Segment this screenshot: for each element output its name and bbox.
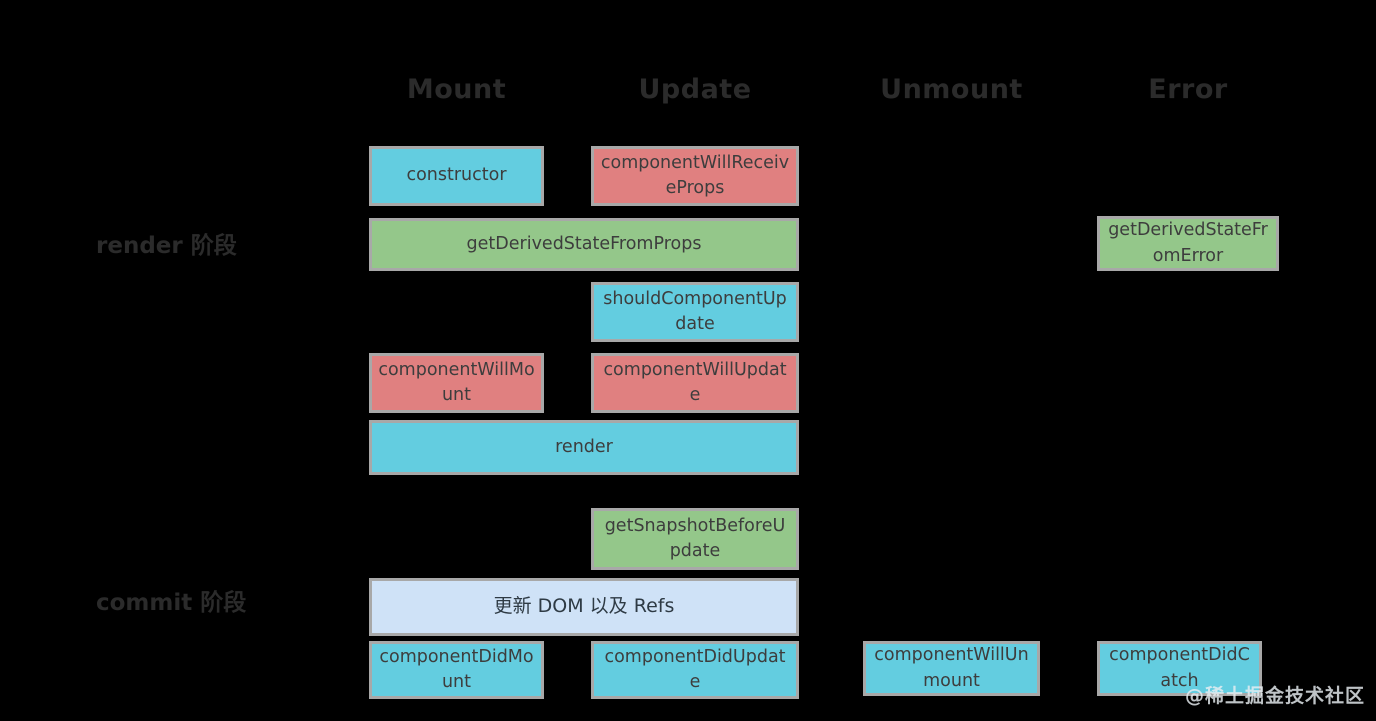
row-label-render-phase: render 阶段	[96, 233, 237, 259]
lifecycle-box-render: render	[369, 420, 799, 475]
watermark: @稀土掘金技术社区	[1185, 685, 1366, 707]
lifecycle-box-component-will-mount: componentWillMount	[369, 353, 544, 413]
lifecycle-box-constructor: constructor	[369, 146, 544, 206]
lifecycle-box-component-did-mount: componentDidMount	[369, 641, 544, 699]
lifecycle-box-component-did-update: componentDidUpdate	[591, 641, 799, 699]
column-header-mount: Mount	[406, 74, 507, 105]
lifecycle-box-should-component-update: shouldComponentUpdate	[591, 282, 799, 342]
lifecycle-box-component-did-catch: componentDidCatch	[1097, 641, 1262, 696]
column-header-error: Error	[1148, 74, 1228, 105]
lifecycle-box-component-will-unmount: componentWillUnmount	[863, 641, 1040, 696]
column-header-unmount: Unmount	[880, 74, 1023, 105]
lifecycle-box-get-snapshot-before-update: getSnapshotBeforeUpdate	[591, 508, 799, 570]
lifecycle-box-get-derived-state-from-props: getDerivedStateFromProps	[369, 218, 799, 271]
lifecycle-box-component-will-receive-props: componentWillReceiveProps	[591, 146, 799, 206]
lifecycle-box-update-dom-and-refs: 更新 DOM 以及 Refs	[369, 578, 799, 636]
lifecycle-box-component-will-update: componentWillUpdate	[591, 353, 799, 413]
lifecycle-box-get-derived-state-from-error: getDerivedStateFromError	[1097, 216, 1279, 271]
row-label-commit-phase: commit 阶段	[96, 590, 247, 616]
column-header-update: Update	[638, 74, 752, 105]
